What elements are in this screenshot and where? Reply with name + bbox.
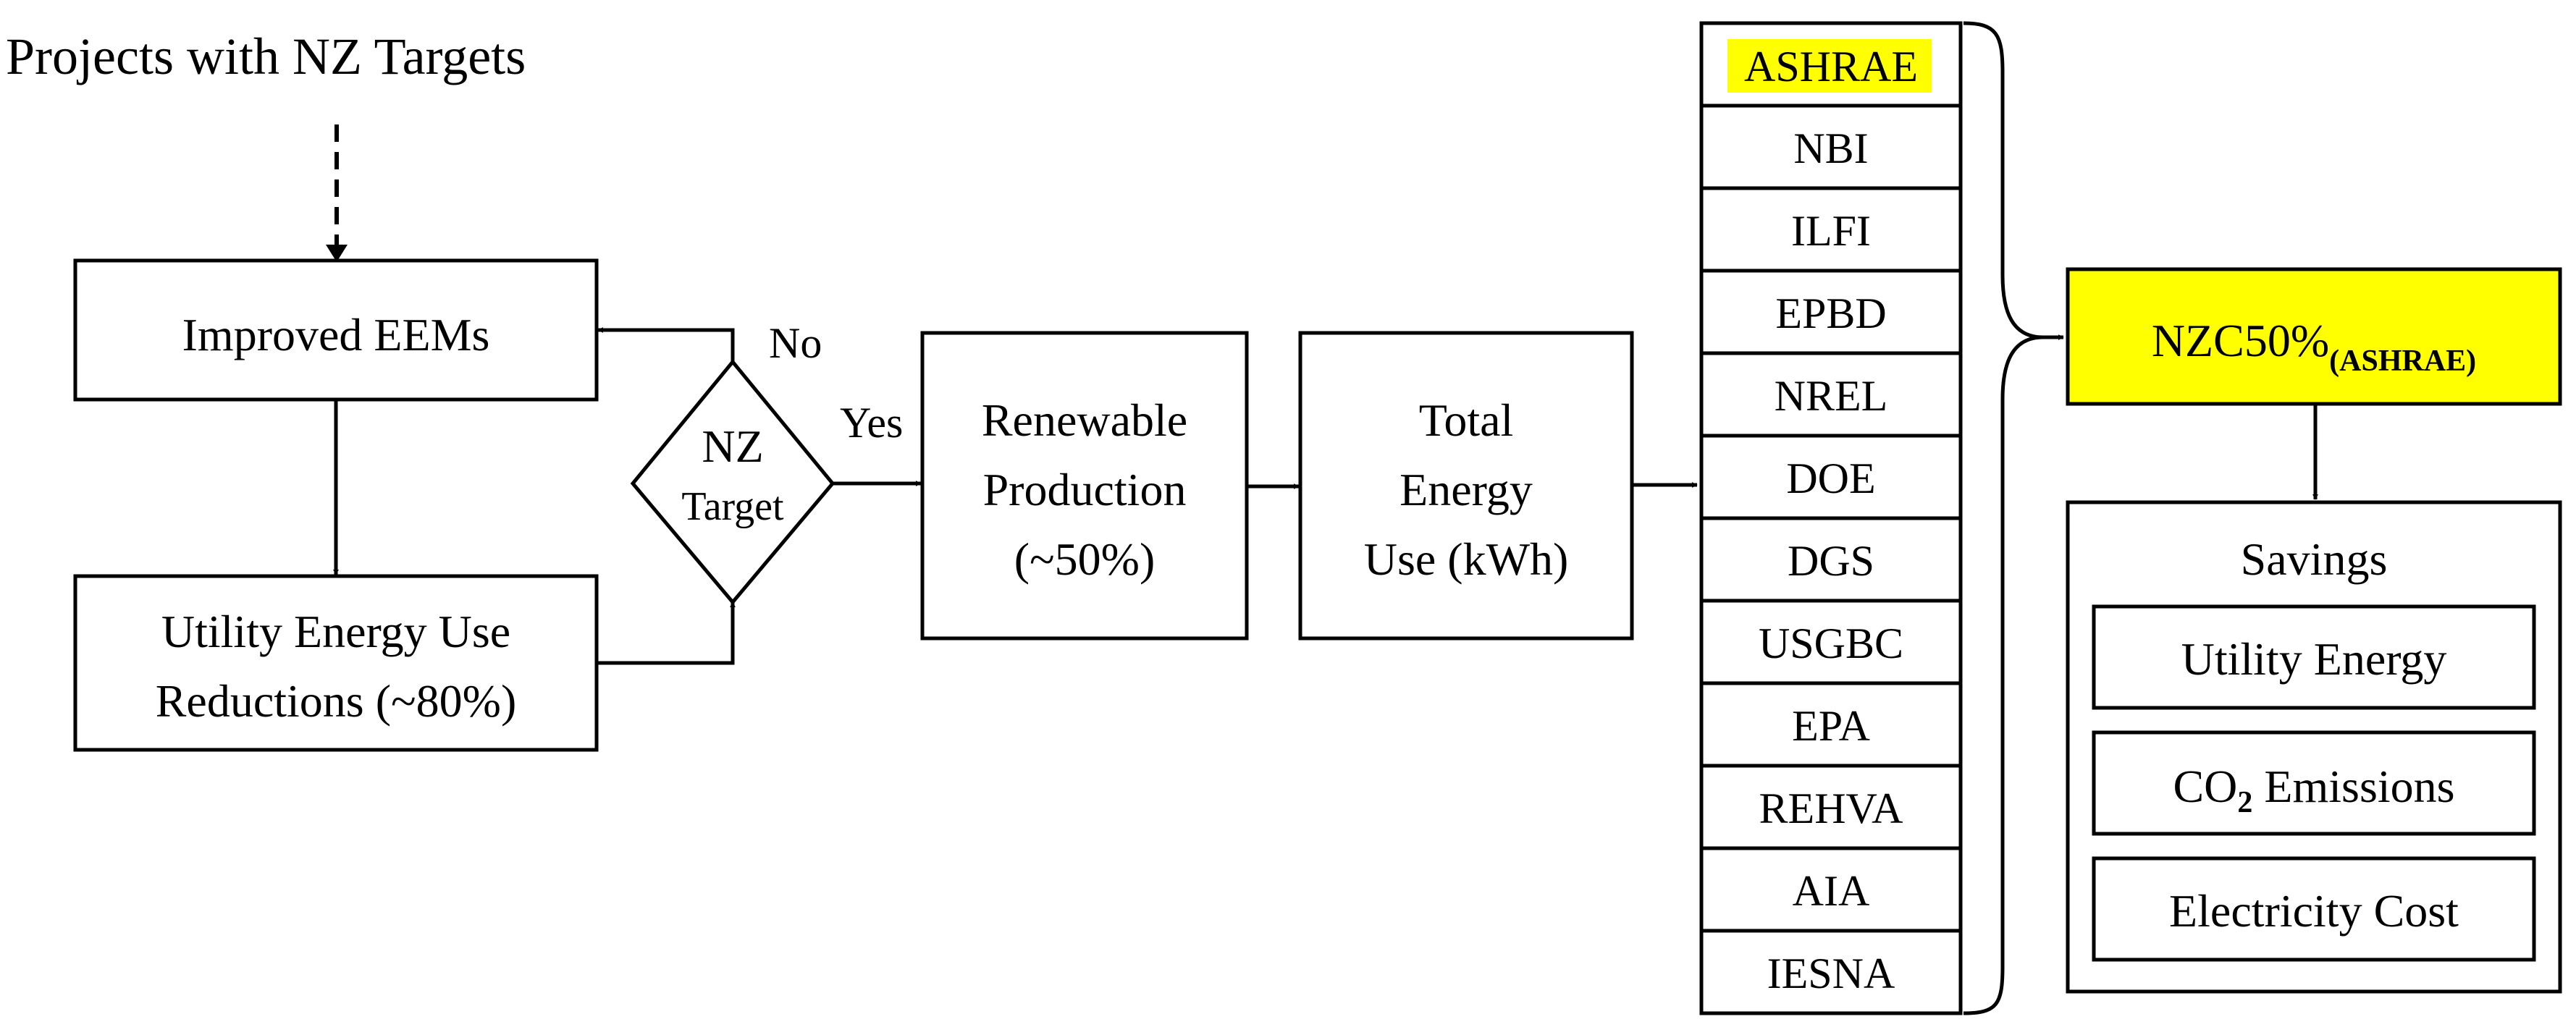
yes-label: Yes bbox=[840, 399, 903, 447]
organization-label-aia: AIA bbox=[1793, 867, 1870, 915]
co2-subscript: 2 bbox=[2237, 786, 2252, 819]
organization-cell-aia bbox=[1699, 846, 1963, 933]
organization-label-epbd: EPBD bbox=[1775, 289, 1886, 337]
total-energy-line3: Use (kWh) bbox=[1364, 533, 1569, 585]
renewable-line1: Renewable bbox=[982, 394, 1187, 446]
co2-prefix: CO bbox=[2173, 761, 2237, 812]
organization-label-nbi: NBI bbox=[1793, 124, 1868, 172]
organization-cell-iesna bbox=[1699, 929, 1963, 1015]
utility-reductions-line1: Utility Energy Use bbox=[161, 606, 510, 657]
utility-energy-box bbox=[2092, 604, 2536, 710]
ashrae-highlight bbox=[1727, 39, 1932, 93]
organization-cell-dgs bbox=[1699, 516, 1963, 603]
organization-cell-epa bbox=[1699, 681, 1963, 768]
organization-label-nrel: NREL bbox=[1775, 372, 1888, 420]
organization-label-ilfi: ILFI bbox=[1791, 207, 1871, 255]
organization-cell-rehva bbox=[1699, 764, 1963, 850]
decision-line1: NZ bbox=[702, 420, 763, 472]
arrow-utility-to-decision bbox=[598, 601, 736, 665]
total-energy-line1: Total bbox=[1419, 394, 1514, 446]
total-energy-box bbox=[1298, 331, 1634, 641]
diagram-title: Projects with NZ Targets bbox=[6, 28, 526, 85]
co2-emissions-label: CO2 Emissions bbox=[2173, 761, 2454, 819]
electricity-cost-box bbox=[2092, 856, 2536, 962]
electricity-cost-label: Electricity Cost bbox=[2169, 885, 2459, 937]
improved-eems-box bbox=[73, 258, 599, 402]
co2-emissions-box bbox=[2092, 730, 2536, 836]
organization-label-epa: EPA bbox=[1792, 702, 1870, 750]
organization-label-doe: DOE bbox=[1786, 455, 1875, 502]
dashed-arrowhead bbox=[326, 245, 348, 262]
curly-brace bbox=[1963, 21, 2044, 1015]
organization-cell-nbi bbox=[1699, 103, 1963, 190]
decision-line2: Target bbox=[681, 484, 784, 529]
organizations-list: ASHRAE NBI ILFI EPBD NREL DOE DGS USGBC … bbox=[1699, 21, 1963, 1015]
renewable-line2: Production bbox=[983, 464, 1187, 515]
utility-reductions-line2: Reductions (~80%) bbox=[156, 675, 517, 727]
utility-energy-label: Utility Energy bbox=[2181, 633, 2447, 685]
organization-label-rehva: REHVA bbox=[1759, 785, 1903, 832]
organization-cell-doe bbox=[1699, 434, 1963, 520]
nzc-box bbox=[2066, 267, 2562, 406]
organization-label-ashrae: ASHRAE bbox=[1744, 43, 1918, 90]
no-label: No bbox=[769, 319, 822, 367]
renewable-line3: (~50%) bbox=[1014, 533, 1156, 585]
improved-eems-label: Improved EEMs bbox=[182, 309, 490, 360]
organization-cell-nrel bbox=[1699, 351, 1963, 438]
co2-suffix: Emissions bbox=[2252, 761, 2454, 812]
nzc-main: NZC50% bbox=[2152, 315, 2329, 366]
total-energy-line2: Energy bbox=[1399, 464, 1533, 515]
utility-reductions-box bbox=[73, 574, 599, 752]
organization-cell-epbd bbox=[1699, 269, 1963, 355]
organization-cell-ilfi bbox=[1699, 186, 1963, 273]
nzc-subscript: (ASHRAE) bbox=[2329, 345, 2476, 378]
organization-label-dgs: DGS bbox=[1788, 537, 1874, 585]
nzc-label: NZC50%(ASHRAE) bbox=[2152, 315, 2476, 378]
organization-label-usgbc: USGBC bbox=[1759, 620, 1903, 667]
savings-title: Savings bbox=[2241, 533, 2388, 585]
arrow-decision-no bbox=[597, 327, 735, 362]
nz-target-decision bbox=[630, 359, 835, 605]
organization-label-iesna: IESNA bbox=[1767, 950, 1895, 997]
renewable-production-box bbox=[920, 331, 1249, 641]
